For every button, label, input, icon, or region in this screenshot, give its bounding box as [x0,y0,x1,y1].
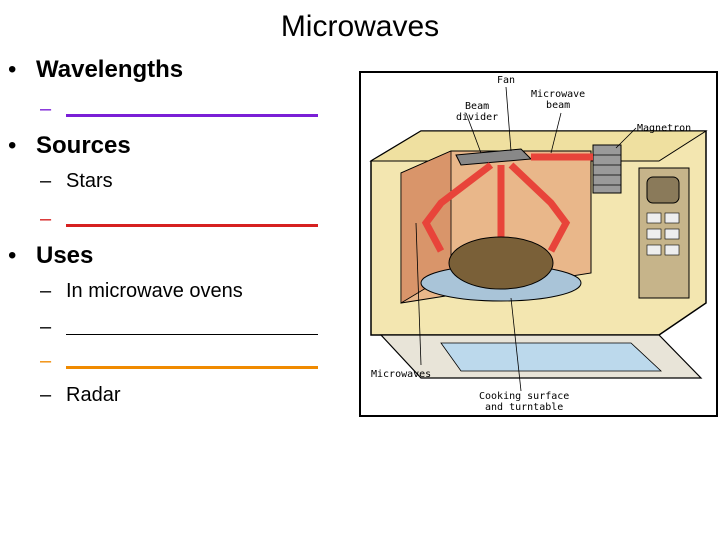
beam-arrow [421,162,494,253]
bullet-marker: • [8,242,17,269]
control-button [646,228,662,240]
magnetron [592,144,622,194]
bullet-wavelengths: • Wavelengths [8,56,183,84]
label-microwaves: Microwaves [371,369,432,380]
sub-bullet-marker: – [40,384,52,406]
bullet-label: Sources [36,132,131,159]
sub-bullet-marker: – [40,350,52,372]
sub-bullet-radar: –Radar [40,384,120,407]
door-window [440,342,663,372]
label-magnetron: Magnetron [637,123,692,134]
sub-bullet-marker: – [40,170,52,192]
control-button [646,212,662,224]
sub-bullet-uses-blank-1: – [40,312,318,339]
bullet-uses: • Uses [8,242,93,270]
sub-bullet-marker: – [40,280,52,302]
fill-in-blank [66,94,318,117]
control-button [664,244,680,256]
fill-in-blank [66,346,318,369]
label-fan: Fan [497,75,516,86]
bullet-sources: • Sources [8,132,131,160]
sub-bullet-stars: –Stars [40,170,113,193]
fill-in-blank [66,204,318,227]
sub-bullet-sources-blank: – [40,202,318,231]
sub-bullet-text: Radar [66,384,121,406]
sub-bullet-microwave-ovens: –In microwave ovens [40,280,243,303]
sub-bullet-marker: – [40,98,52,120]
label-cooking-surface: Cooking surface and turntable [479,391,570,413]
bullet-marker: • [8,56,17,83]
bullet-label: Uses [36,242,94,269]
oven-illustration [369,86,708,392]
label-beam-divider: Beam divider [456,101,499,123]
bullet-label: Wavelengths [36,56,184,83]
control-dial [646,176,680,204]
sub-bullet-text: Stars [66,170,113,192]
control-button [664,212,680,224]
bullet-marker: • [8,132,17,159]
control-button [664,228,680,240]
control-button [646,244,662,256]
sub-bullet-text: In microwave ovens [66,280,243,302]
fill-in-blank [66,314,318,335]
sub-bullet-marker: – [40,316,52,338]
sub-bullet-marker: – [40,208,52,230]
slide-title: Microwaves [280,10,440,43]
sub-bullet-wavelengths-blank: – [40,92,318,121]
microwave-oven-diagram: Fan Beam divider Microwave beam Magnetro… [359,71,718,417]
beam-arrow [508,162,571,253]
turkey [448,236,554,290]
label-microwave-beam: Microwave beam [531,89,586,111]
sub-bullet-uses-blank-2: – [40,344,318,373]
